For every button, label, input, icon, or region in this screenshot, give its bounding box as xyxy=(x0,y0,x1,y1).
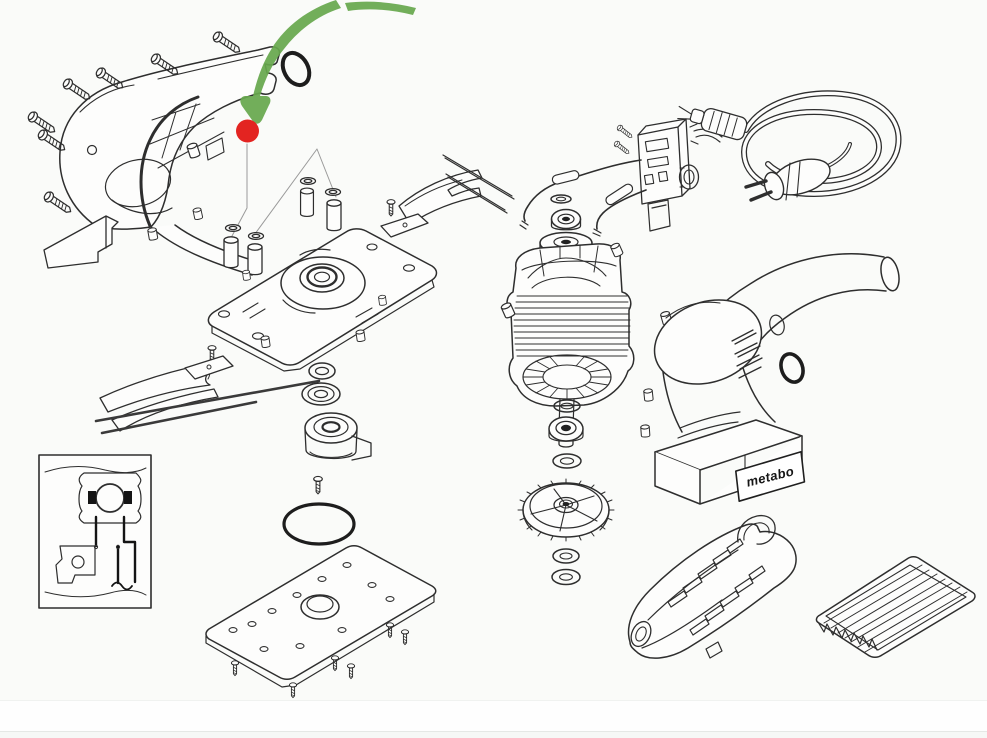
clamp-rods-top xyxy=(442,154,515,214)
power-plug xyxy=(744,142,852,202)
switch-wires xyxy=(519,123,723,237)
pleated-dust-filter xyxy=(815,556,976,658)
seal-rings xyxy=(301,362,341,406)
upper-washer xyxy=(550,194,572,204)
motor-armature xyxy=(506,243,635,448)
switch-assembly xyxy=(637,118,700,232)
dust-guard-cover xyxy=(627,514,797,659)
green-arrow-tail xyxy=(345,1,416,16)
center-screw xyxy=(313,475,323,495)
switch-screws xyxy=(612,123,635,157)
cord-gland xyxy=(677,105,748,141)
lower-washers-bearing xyxy=(548,399,584,469)
wiring-diagram-card xyxy=(38,454,152,609)
sander-o-ring xyxy=(779,352,805,384)
upper-bearing xyxy=(550,208,582,231)
slide-plate-right xyxy=(380,199,429,238)
click-marker[interactable] xyxy=(236,119,259,143)
power-cord-coil xyxy=(741,90,902,197)
drive-gear xyxy=(517,478,615,542)
large-o-ring xyxy=(282,502,356,546)
click-annotation xyxy=(236,0,416,143)
small-o-ring xyxy=(280,50,312,88)
clamp-rods-left xyxy=(94,379,321,435)
housing-shell-cutaway xyxy=(43,46,281,276)
slide-plate-left xyxy=(184,345,234,380)
footer-strip xyxy=(0,700,987,732)
sanding-plate-carrier xyxy=(207,228,438,372)
assembled-sander-body: metabo xyxy=(653,253,900,505)
gear-washers xyxy=(551,548,581,586)
footer-bar xyxy=(0,731,987,738)
clamp-brackets-left xyxy=(99,363,219,432)
metabo-label: metabo xyxy=(735,450,806,503)
buffer-leader-lines xyxy=(231,143,337,239)
eccentric-bearing-assembly xyxy=(304,412,372,461)
green-arrow xyxy=(240,0,341,124)
base-plate xyxy=(205,545,437,688)
